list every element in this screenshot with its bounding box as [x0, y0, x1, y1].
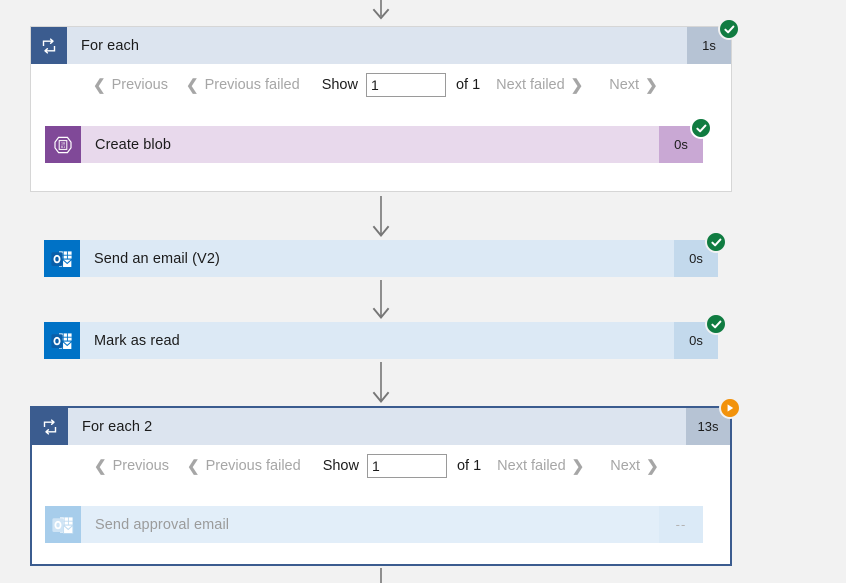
next-failed-label: Next failed	[496, 77, 565, 93]
chevron-left-icon: ❮	[187, 457, 200, 475]
next-failed-button[interactable]: Next failed ❯	[497, 458, 584, 474]
svg-text:10: 10	[61, 141, 65, 145]
status-badge-mark-as-read	[705, 313, 727, 335]
previous-label: Previous	[111, 77, 168, 93]
scope-card-for-each-2[interactable]: For each 2 13s ❮ Previous ❮ Previous fai…	[30, 397, 741, 566]
show-label: Show	[322, 458, 359, 474]
chevron-right-icon: ❯	[570, 76, 584, 94]
previous-failed-button[interactable]: ❮ Previous failed	[187, 458, 301, 474]
next-button[interactable]: Next ❯	[609, 77, 657, 93]
previous-button[interactable]: ❮ Previous	[93, 77, 168, 93]
scope-title-for-each-2: For each 2	[82, 418, 153, 435]
next-label: Next	[610, 458, 641, 474]
loop-icon	[32, 408, 68, 445]
pagination-for-each-2: ❮ Previous ❮ Previous failed Show of 1 N…	[32, 445, 730, 487]
action-title-create-blob: Create blob	[95, 136, 172, 153]
page-total-label: of 1	[456, 458, 482, 474]
connector-email-to-markread	[366, 280, 396, 322]
status-badge-for-each-1	[718, 18, 740, 40]
next-failed-label: Next failed	[497, 458, 566, 474]
action-title-mark-as-read: Mark as read	[94, 332, 180, 349]
previous-failed-label: Previous failed	[205, 458, 301, 474]
pagination-for-each-1: ❮ Previous ❮ Previous failed Show of 1 N…	[31, 64, 731, 106]
chevron-left-icon: ❮	[94, 457, 107, 475]
status-badge-for-each-2	[719, 397, 741, 419]
scope-header-for-each-2[interactable]: For each 2 13s	[32, 397, 741, 445]
scope-header-for-each-1[interactable]: For each 1s	[31, 18, 740, 64]
page-number-input[interactable]	[366, 454, 447, 478]
action-duration-send-approval-email: --	[659, 506, 703, 543]
action-row-send-approval-email[interactable]: Send approval email --	[45, 506, 703, 543]
scope-card-for-each-1[interactable]: For each 1s ❮ Previous ❮ Previous failed…	[30, 18, 740, 192]
chevron-right-icon: ❯	[646, 457, 659, 475]
action-row-mark-as-read[interactable]: Mark as read 0s	[44, 313, 727, 359]
connector-top	[366, 0, 396, 22]
page-total-label: of 1	[455, 77, 481, 93]
next-failed-button[interactable]: Next failed ❯	[496, 77, 583, 93]
action-title-send-approval-email: Send approval email	[95, 516, 230, 533]
chevron-left-icon: ❮	[93, 76, 106, 94]
status-badge-create-blob	[690, 117, 712, 139]
chevron-right-icon: ❯	[571, 457, 585, 475]
azure-blob-icon: 10 01	[45, 126, 81, 163]
previous-button[interactable]: ❮ Previous	[94, 458, 169, 474]
next-button[interactable]: Next ❯	[610, 458, 658, 474]
previous-failed-button[interactable]: ❮ Previous failed	[186, 77, 300, 93]
svg-text:01: 01	[61, 145, 65, 149]
connector-markread-to-foreach2	[366, 362, 396, 406]
loop-icon	[31, 27, 67, 64]
outlook-icon	[45, 506, 81, 543]
next-label: Next	[609, 77, 640, 93]
status-badge-send-an-email-v2	[705, 231, 727, 253]
chevron-left-icon: ❮	[186, 76, 199, 94]
scope-duration-for-each-2: 13s	[686, 408, 730, 445]
previous-failed-label: Previous failed	[204, 77, 300, 93]
outlook-icon	[44, 322, 80, 359]
scope-title-for-each-1: For each	[81, 37, 140, 54]
show-label: Show	[321, 77, 358, 93]
chevron-right-icon: ❯	[645, 76, 658, 94]
connector-foreach1-to-email	[366, 196, 396, 240]
connector-bottom	[366, 568, 396, 583]
previous-label: Previous	[112, 458, 169, 474]
page-number-input[interactable]	[365, 73, 446, 97]
action-title-send-an-email-v2: Send an email (V2)	[94, 250, 220, 267]
action-row-send-an-email-v2[interactable]: Send an email (V2) 0s	[44, 231, 727, 277]
outlook-icon	[44, 240, 80, 277]
action-row-create-blob[interactable]: 10 01 Create blob 0s	[45, 117, 712, 163]
